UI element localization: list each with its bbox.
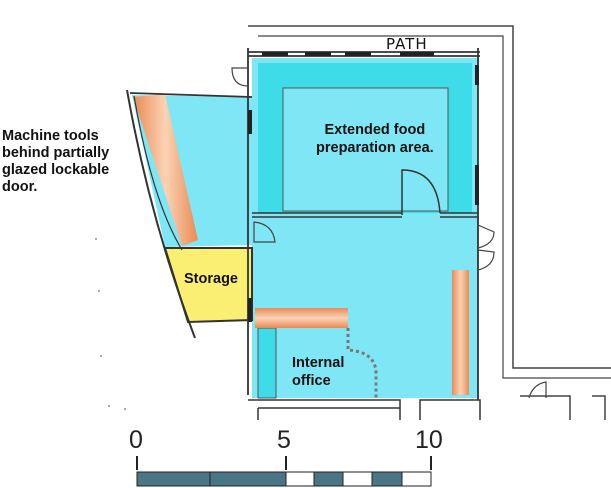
office-label-line1: Internal bbox=[292, 355, 345, 371]
scale-tick-label-5: 5 bbox=[277, 426, 291, 454]
office-partition bbox=[346, 328, 378, 398]
scale-segment bbox=[401, 471, 432, 487]
scale-segment bbox=[285, 471, 315, 487]
door-swing-east bbox=[528, 381, 547, 399]
office-label: Internal office bbox=[292, 354, 344, 390]
counter-bar-horizontal bbox=[255, 308, 348, 328]
path-boundary-inner bbox=[258, 35, 611, 379]
machine-note-line4: door. bbox=[2, 179, 38, 195]
door-swing-small bbox=[253, 221, 276, 243]
machine-tools-note: Machine tools behind partially glazed lo… bbox=[2, 128, 132, 196]
office-strip bbox=[257, 327, 277, 399]
machine-note-line1: Machine tools bbox=[2, 128, 99, 144]
bottom-walls bbox=[248, 399, 481, 420]
office-label-line2: office bbox=[292, 373, 331, 389]
scale-bar bbox=[136, 456, 432, 487]
scale-ticks bbox=[136, 456, 432, 470]
lower-outbuilding bbox=[520, 395, 606, 420]
outer-walls bbox=[247, 48, 480, 400]
door-swing-east-wall bbox=[477, 224, 495, 271]
scale-segment bbox=[313, 471, 344, 487]
food-area-partition bbox=[252, 212, 478, 218]
machine-tools-bench bbox=[133, 94, 198, 246]
scale-segment bbox=[342, 471, 373, 487]
food-area-inner bbox=[282, 87, 449, 212]
windows bbox=[248, 52, 479, 322]
counter-bar-vertical bbox=[452, 270, 469, 395]
scale-segment bbox=[209, 471, 287, 487]
storage-label: Storage bbox=[184, 271, 238, 287]
food-area-label-line2: preparation area. bbox=[316, 140, 434, 156]
food-area-label: Extended food preparation area. bbox=[316, 121, 434, 157]
path-label: PATH bbox=[386, 35, 428, 53]
scale-segment bbox=[371, 471, 403, 487]
machine-note-line3: glazed lockable bbox=[2, 162, 110, 178]
machine-note-line2: behind partially bbox=[2, 145, 110, 161]
food-area-label-line1: Extended food bbox=[324, 122, 426, 138]
scale-segment bbox=[136, 471, 211, 487]
left-angled-wall bbox=[126, 89, 196, 339]
path-boundary bbox=[248, 25, 611, 369]
scale-tick-label-10: 10 bbox=[415, 426, 443, 454]
scale-tick-label-0: 0 bbox=[129, 426, 143, 454]
door-swing-north bbox=[231, 67, 249, 87]
door-swing-food bbox=[401, 169, 441, 215]
